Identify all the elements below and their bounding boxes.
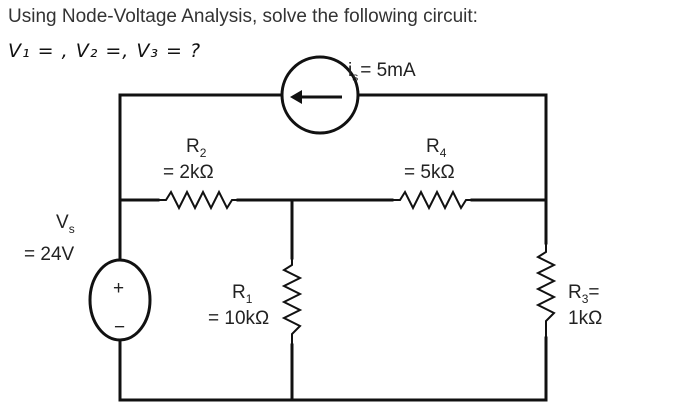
r4-value: = 5kΩ — [404, 162, 455, 183]
r3-value: 1kΩ — [568, 308, 602, 329]
r1-symbol: R1 — [232, 282, 253, 306]
voltage-source-value: = 24V — [24, 244, 75, 265]
current-source-label: is= 5mA — [348, 60, 416, 84]
resistor-r1 — [281, 258, 303, 345]
resistor-r2 — [158, 189, 238, 211]
voltage-source-symbol: Vs — [56, 212, 75, 236]
voltage-source — [88, 258, 152, 342]
handwritten-question: V₁ = , V₂ =, V₃ = ? — [8, 40, 202, 62]
problem-title: Using Node-Voltage Analysis, solve the f… — [8, 6, 478, 27]
arrow-left-icon — [290, 90, 302, 104]
r3-symbol: R3= — [568, 282, 600, 306]
resistor-r3 — [535, 243, 557, 338]
r1-value: = 10kΩ — [208, 308, 269, 329]
current-source — [280, 55, 360, 135]
resistor-r4 — [392, 189, 472, 211]
r4-symbol: R4 — [426, 136, 447, 160]
voltage-source-plus: + — [113, 278, 124, 299]
voltage-source-minus: − — [114, 317, 125, 338]
r2-value: = 2kΩ — [163, 162, 214, 183]
r2-symbol: R2 — [186, 136, 207, 160]
